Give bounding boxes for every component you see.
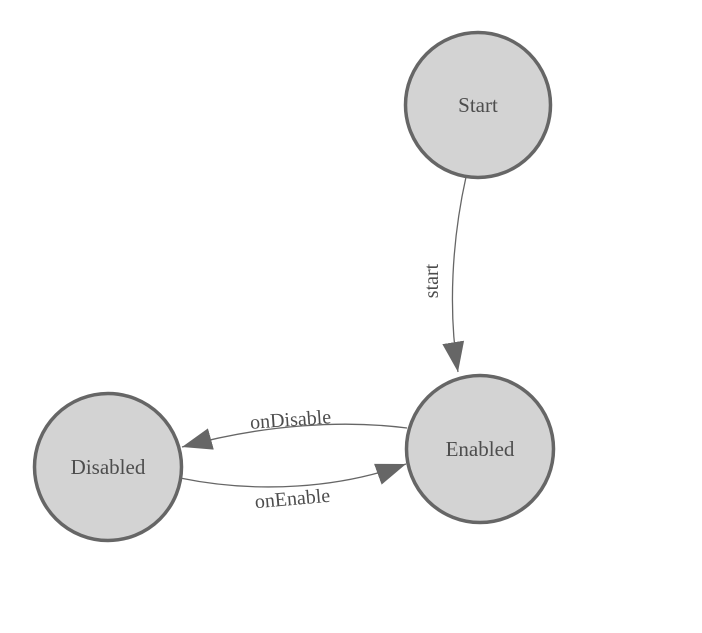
transition-onenable-label: onEnable <box>254 485 331 514</box>
transition-ondisable-label: onDisable <box>249 406 332 434</box>
state-start-circle <box>403 30 553 180</box>
state-disabled-label: Disabled <box>71 455 146 479</box>
state-node-enabled: Enabled <box>404 373 556 525</box>
transition-start-edge <box>442 176 467 373</box>
state-enabled-circle <box>404 373 556 525</box>
transition-onenable-edge <box>179 463 407 488</box>
state-enabled-label: Enabled <box>446 437 515 461</box>
transition-ondisable-edge <box>181 423 408 450</box>
state-node-disabled: Disabled <box>32 391 184 543</box>
state-start-label: Start <box>458 93 498 117</box>
state-node-start: Start <box>403 30 553 180</box>
transition-start-label: start <box>421 263 443 298</box>
state-disabled-circle <box>32 391 184 543</box>
